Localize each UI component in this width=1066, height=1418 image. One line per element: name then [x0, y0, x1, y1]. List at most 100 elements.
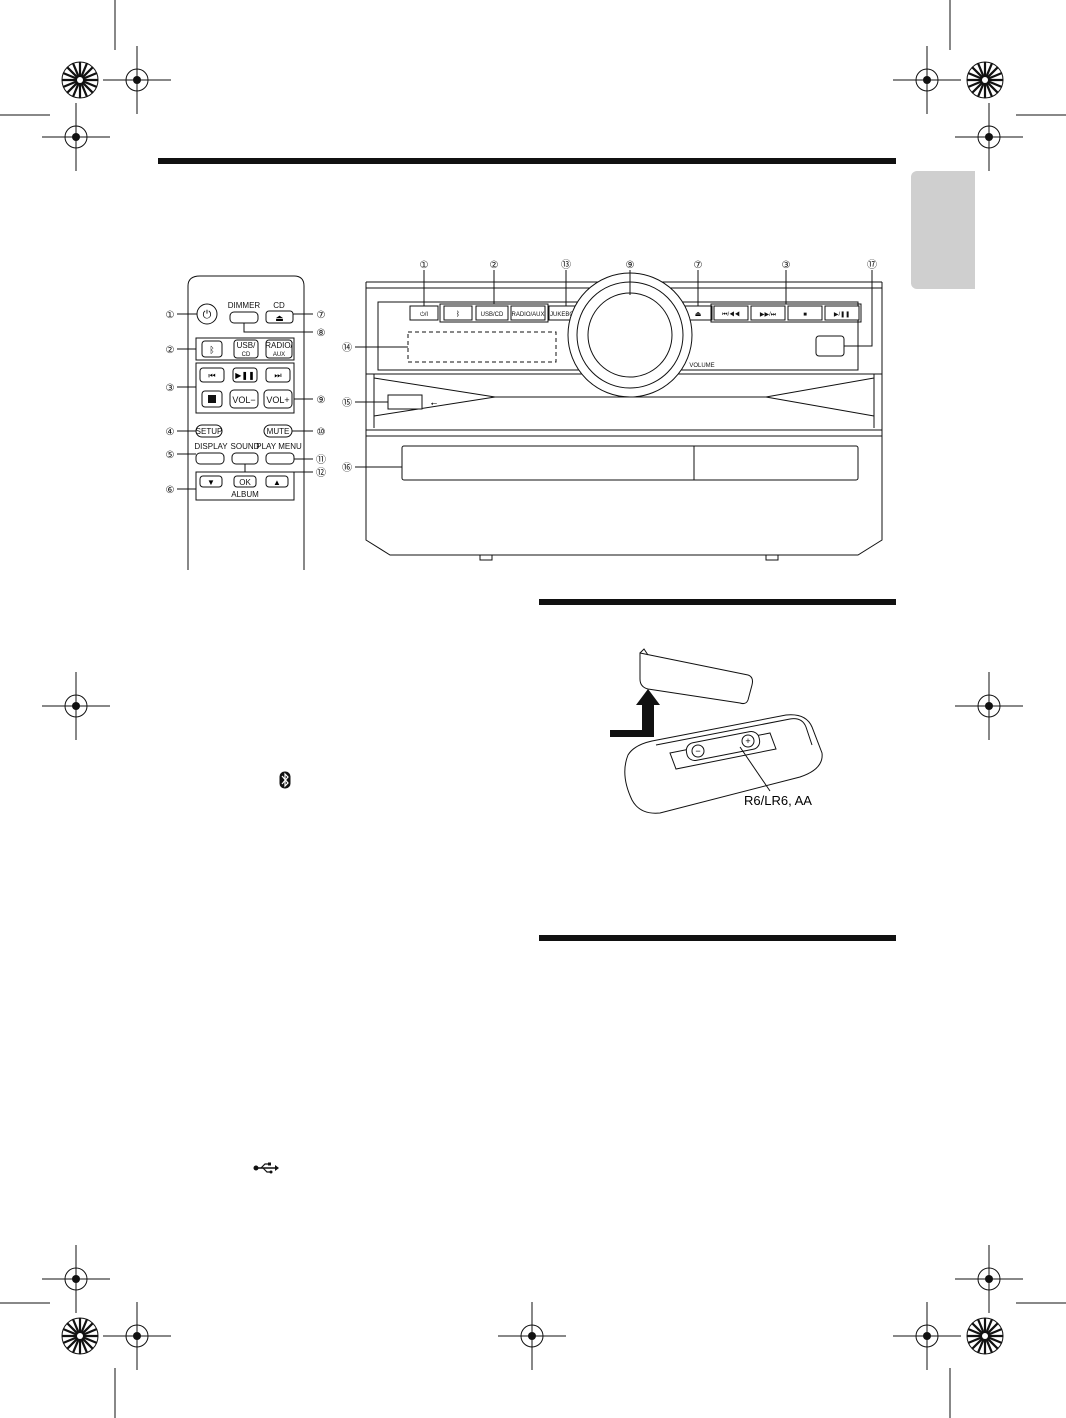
- unit-display-window: [407, 331, 557, 363]
- remote-album-up-button: [265, 475, 289, 488]
- unit-remote-sensor: [815, 335, 845, 357]
- svg-text:▶▶/⏭: ▶▶/⏭: [760, 312, 777, 318]
- remote-sound-button: [231, 452, 259, 465]
- svg-text:②: ②: [490, 260, 499, 271]
- svg-text:VOL+: VOL+: [266, 395, 289, 405]
- svg-text:▶/❚❚: ▶/❚❚: [834, 311, 850, 318]
- svg-text:①: ①: [166, 310, 175, 321]
- stop-icon: [208, 395, 216, 403]
- svg-text:ALBUM: ALBUM: [231, 490, 259, 499]
- skip-back-icon: ⏮: [208, 371, 215, 380]
- remote-display-button: [195, 452, 225, 465]
- main-unit-diagram: ⏻/I ᛒ USB/CD RADIO/AUX JUKEBOX ⏏ ⏮/◀◀ ▶▶…: [342, 259, 883, 561]
- side-language-tab: [911, 171, 975, 289]
- svg-text:⑧: ⑧: [317, 328, 326, 339]
- triangle-up-icon: ▲: [273, 478, 281, 487]
- unit-bluetooth-button: [443, 305, 473, 321]
- remote-ok-button: [233, 475, 257, 488]
- remote-prev-button: [199, 367, 225, 383]
- remote-body: [187, 275, 305, 570]
- svg-text:①: ①: [420, 260, 429, 271]
- unit-next-button: [750, 305, 786, 321]
- svg-text:⑦: ⑦: [317, 310, 326, 321]
- unit-volume-label: VOLUME: [689, 363, 714, 369]
- usb-icon: ⭠: [431, 399, 438, 408]
- unit-usb-cd-button: [475, 305, 509, 321]
- svg-text:⑩: ⑩: [317, 427, 326, 438]
- unit-body-outline: [365, 288, 883, 556]
- svg-text:⑤: ⑤: [166, 450, 175, 461]
- remote-cd-eject-button: [265, 310, 294, 324]
- svg-text:⑰: ⑰: [867, 259, 877, 271]
- svg-text:④: ④: [166, 427, 175, 438]
- eject-icon: ⏏: [695, 311, 702, 318]
- skip-forward-icon: ⏭: [274, 371, 281, 380]
- minus-icon: −: [695, 746, 700, 756]
- remote-usb-cd-button: [233, 339, 259, 359]
- svg-text:⑯: ⑯: [342, 462, 352, 474]
- svg-text:DISPLAY: DISPLAY: [194, 442, 228, 451]
- svg-text:SETUP: SETUP: [196, 427, 223, 436]
- triangle-down-icon: ▼: [207, 478, 215, 487]
- section-rule-lower: [539, 935, 896, 941]
- plus-icon: +: [745, 736, 750, 746]
- unit-foot: [765, 554, 779, 561]
- remote-back-body: [624, 714, 823, 814]
- svg-text:⑪: ⑪: [316, 454, 326, 466]
- svg-text:JUKEBOX: JUKEBOX: [550, 312, 578, 318]
- svg-text:③: ③: [166, 383, 175, 394]
- svg-text:⏮/◀◀: ⏮/◀◀: [722, 311, 740, 318]
- svg-text:⏻/I: ⏻/I: [420, 311, 428, 318]
- arrow-icon: [610, 689, 660, 737]
- svg-text:PLAY MENU: PLAY MENU: [256, 442, 302, 451]
- power-icon: ⏻: [203, 309, 212, 321]
- svg-text:⑨: ⑨: [317, 395, 326, 406]
- bluetooth-icon: ᛒ: [456, 310, 460, 318]
- usb-icon: [253, 1162, 279, 1174]
- remote-dimmer-label: DIMMER: [228, 301, 261, 310]
- eject-icon: ⏏: [275, 313, 284, 323]
- unit-radio-aux-button: [510, 305, 546, 321]
- svg-text:⑥: ⑥: [166, 485, 175, 496]
- svg-text:AUX: AUX: [273, 352, 285, 358]
- svg-text:⑨: ⑨: [626, 260, 635, 271]
- svg-text:RADIO/AUX: RADIO/AUX: [511, 312, 544, 318]
- section-rule-battery: [539, 599, 896, 605]
- svg-text:SOUND: SOUND: [231, 442, 260, 451]
- svg-text:⑭: ⑭: [342, 342, 352, 354]
- remote-play-menu-button: [265, 452, 295, 465]
- remote-control-diagram: ⏻ DIMMER CD ⏏ ᛒ USB/ CD RADIO/ AUX ⏮ ▶❚❚…: [166, 275, 326, 570]
- svg-text:RADIO/: RADIO/: [265, 341, 293, 350]
- svg-text:②: ②: [166, 345, 175, 356]
- svg-text:⑬: ⑬: [561, 259, 571, 271]
- svg-text:⑫: ⑫: [316, 467, 326, 479]
- svg-text:⑦: ⑦: [694, 260, 703, 271]
- svg-text:MUTE: MUTE: [267, 427, 290, 436]
- header-rule: [158, 158, 896, 164]
- remote-dimmer-button: [229, 311, 259, 324]
- unit-usb-port: [387, 394, 423, 410]
- remote-play-pause-button: [232, 367, 258, 383]
- bluetooth-icon: [279, 771, 291, 789]
- battery-type-label: R6/LR6, AA: [744, 793, 812, 808]
- unit-play-pause-button: [824, 305, 860, 321]
- unit-foot: [479, 554, 493, 561]
- unit-prev-button: [713, 305, 749, 321]
- remote-vol-minus-button: [229, 389, 259, 409]
- bluetooth-icon: ᛒ: [209, 345, 214, 355]
- remote-radio-aux-button: [265, 339, 293, 359]
- remote-next-button: [265, 367, 291, 383]
- svg-text:USB/CD: USB/CD: [481, 312, 504, 318]
- svg-text:■: ■: [803, 312, 807, 318]
- remote-bluetooth-button: [201, 340, 223, 358]
- remote-vol-plus-button: [263, 389, 293, 409]
- play-pause-icon: ▶❚❚: [235, 371, 255, 380]
- unit-stop-button: [787, 305, 823, 321]
- svg-text:VOL−: VOL−: [232, 395, 255, 405]
- svg-text:CD: CD: [242, 352, 251, 358]
- remote-album-down-button: [199, 475, 223, 488]
- remote-cd-label: CD: [273, 301, 285, 310]
- battery-cover: [639, 652, 753, 705]
- svg-text:USB/: USB/: [237, 341, 256, 350]
- svg-text:OK: OK: [239, 478, 251, 487]
